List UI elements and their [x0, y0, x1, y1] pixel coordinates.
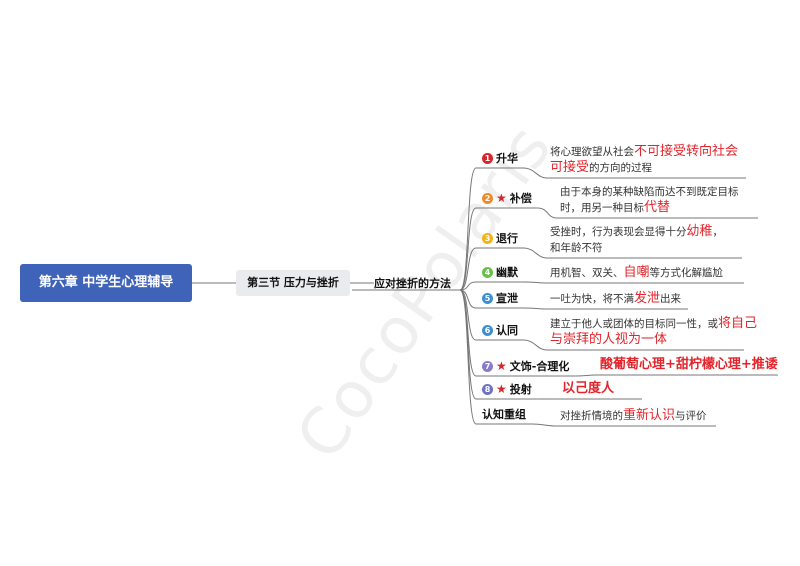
description-text: 出来	[660, 293, 682, 305]
highlight-text: 酸葡萄心理+甜柠檬心理+推诿	[600, 357, 778, 372]
description-text: 时，用另一种目标	[560, 202, 644, 214]
description-text: 将心理欲望从社会	[550, 146, 634, 158]
highlight-text: 自嘲	[623, 265, 650, 280]
description-text: 与评价	[675, 410, 707, 422]
link-branch-desc-7	[575, 374, 778, 377]
highlight-text: 可接受	[550, 160, 590, 175]
description-text: 用机智、双关、	[550, 267, 624, 279]
link-branch-desc-3	[523, 247, 742, 259]
method-branch-2[interactable]: 2★补偿	[482, 190, 532, 206]
description-line: 可接受的方向的过程	[550, 160, 738, 176]
method-description-7: 酸葡萄心理+甜柠檬心理+推诿	[600, 357, 778, 373]
branch-label: 幽默	[496, 266, 518, 279]
link-method-branch-3	[459, 247, 477, 291]
description-text: 由于本身的某种缺陷而达不到既定目标	[560, 186, 739, 198]
description-line: 对挫折情境的重新认识与评价	[560, 408, 707, 424]
method-description-3: 受挫时，行为表现会显得十分幼稚， 和年龄不符	[550, 224, 723, 256]
branch-label: 投射	[509, 383, 532, 396]
highlight-text: 重新认识	[623, 408, 676, 423]
method-description-2: 由于本身的某种缺陷而达不到既定目标时，用另一种目标代替	[560, 184, 739, 216]
branch-label: 升华	[496, 152, 518, 165]
method-description-1: 将心理欲望从社会不可接受转向社会可接受的方向的过程	[550, 144, 738, 176]
branch-label: 认同	[496, 324, 518, 337]
method-branch-7[interactable]: 7★文饰-合理化	[482, 358, 569, 374]
highlight-text: 发泄	[634, 291, 661, 306]
branch-label: 认知重组	[482, 408, 526, 421]
link-method-branch-8	[459, 289, 477, 400]
description-line: 一吐为快，将不满发泄出来	[550, 291, 681, 307]
branch-label: 宣泄	[496, 292, 518, 305]
link-method-branch-1	[459, 167, 477, 291]
link-branch-desc-6	[523, 339, 744, 351]
description-line: 用机智、双关、自嘲等方式化解尴尬	[550, 265, 723, 281]
method-description-5: 一吐为快，将不满发泄出来	[550, 291, 681, 307]
description-line: 建立于他人或团体的目标同一性，或将自己	[550, 316, 757, 332]
highlight-text: 幼稚	[686, 224, 713, 239]
branch-label: 文饰-合理化	[509, 360, 570, 373]
number-badge-icon: 3	[482, 232, 493, 244]
star-icon: ★	[496, 191, 507, 205]
star-icon: ★	[496, 359, 507, 373]
link-method-branch-9	[459, 289, 477, 425]
description-line: 时，用另一种目标代替	[560, 200, 739, 216]
branch-label: 补偿	[509, 192, 532, 205]
description-text: 一吐为快，将不满	[550, 293, 634, 305]
number-badge-icon: 7	[482, 360, 493, 372]
description-line: 和年龄不符	[550, 240, 723, 256]
description-text: 的方向的过程	[589, 162, 653, 174]
description-text: 建立于他人或团体的目标同一性，或	[550, 318, 718, 330]
highlight-text: 以己度人	[562, 381, 615, 396]
method-description-9: 对挫折情境的重新认识与评价	[560, 408, 707, 424]
highlight-text: 代替	[644, 200, 671, 215]
method-description-4: 用机智、双关、自嘲等方式化解尴尬	[550, 265, 723, 281]
method-branch-9[interactable]: 认知重组	[482, 406, 526, 422]
number-badge-icon: 8	[482, 383, 493, 395]
number-badge-icon: 5	[482, 292, 493, 304]
number-badge-icon: 1	[482, 152, 493, 164]
link-branch-desc-5	[523, 307, 688, 310]
method-branch-8[interactable]: 8★投射	[482, 381, 532, 397]
method-node[interactable]: 应对挫折的方法	[374, 277, 451, 290]
highlight-text: 与崇拜的人视为一体	[550, 332, 668, 347]
method-description-6: 建立于他人或团体的目标同一性，或将自己与崇拜的人视为一体	[550, 316, 757, 348]
description-text: 等方式化解尴尬	[649, 267, 724, 279]
description-line: 以己度人	[562, 381, 614, 397]
description-line: 将心理欲望从社会不可接受转向社会	[550, 144, 738, 160]
number-badge-icon: 4	[482, 266, 493, 278]
branch-label: 退行	[496, 232, 518, 245]
description-text: 受挫时，行为表现会显得十分	[550, 226, 687, 238]
description-line: 由于本身的某种缺陷而达不到既定目标	[560, 184, 739, 200]
description-line: 受挫时，行为表现会显得十分幼稚，	[550, 224, 723, 240]
description-line: 酸葡萄心理+甜柠檬心理+推诿	[600, 357, 778, 373]
link-branch-desc-4	[523, 281, 744, 284]
link-method-branch-4	[459, 281, 477, 291]
highlight-text: 将自己	[718, 316, 758, 331]
root-node[interactable]: 第六章 中学生心理辅导	[20, 264, 192, 302]
description-text: ，	[712, 226, 724, 238]
description-line: 与崇拜的人视为一体	[550, 332, 757, 348]
number-badge-icon: 6	[482, 324, 493, 336]
link-branch-desc-9	[531, 423, 716, 427]
description-text: 对挫折情境的	[560, 410, 623, 422]
number-badge-icon: 2	[482, 192, 493, 204]
star-icon: ★	[496, 382, 507, 396]
description-text: 和年龄不符	[550, 242, 603, 254]
method-description-8: 以己度人	[562, 381, 614, 397]
section-node[interactable]: 第三节 压力与挫折	[236, 270, 350, 296]
highlight-text: 不可接受转向社会	[634, 144, 739, 159]
link-branch-desc-1	[523, 167, 746, 179]
link-method-branch-2	[459, 207, 477, 291]
link-branch-desc-2	[537, 207, 758, 219]
